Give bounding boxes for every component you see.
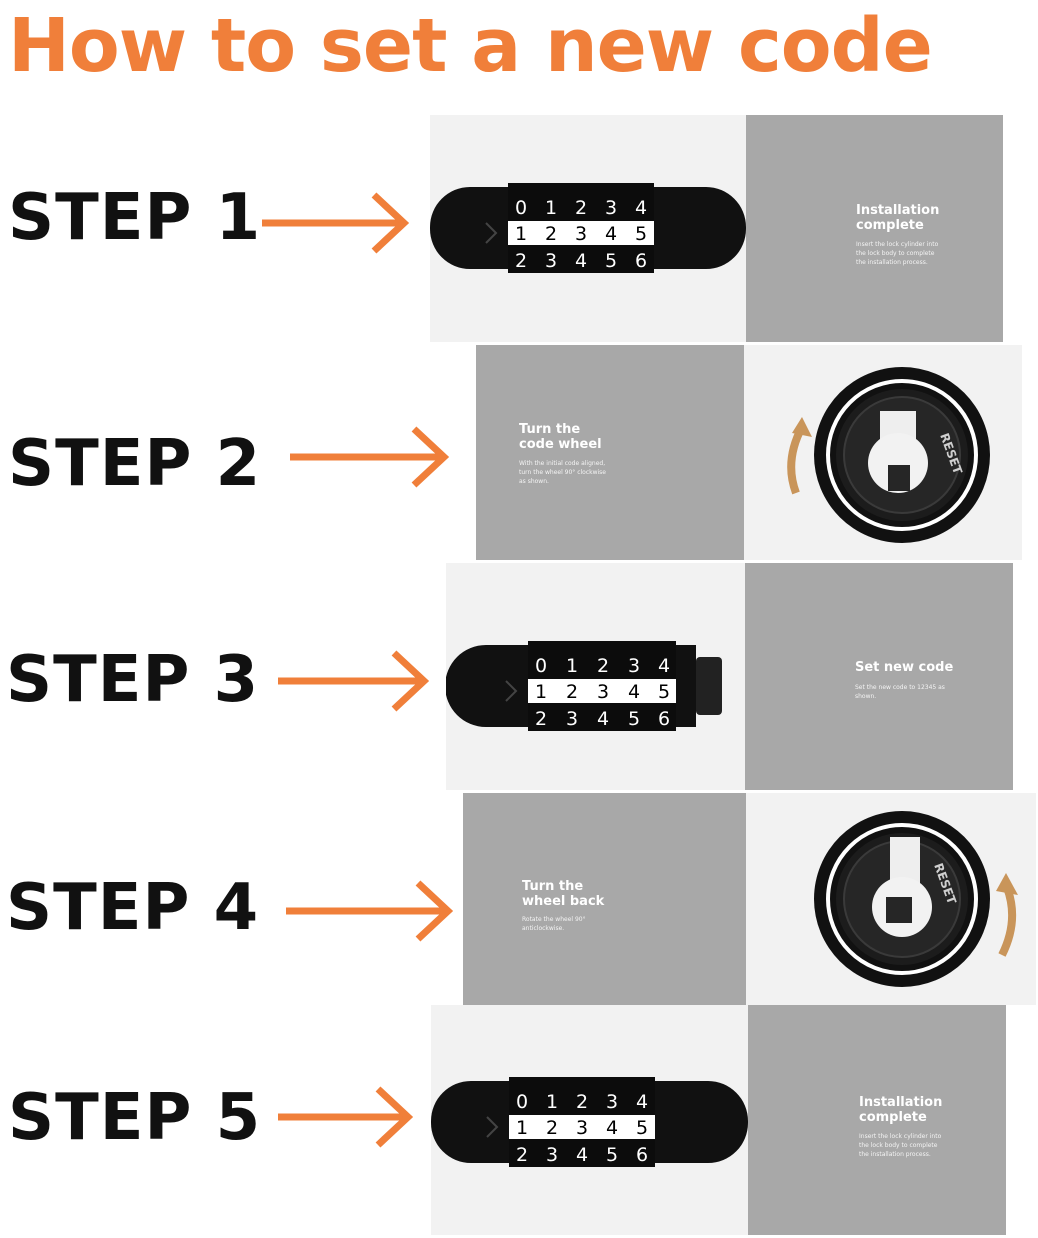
svg-text:4: 4: [597, 708, 609, 730]
right-arrow-icon: [286, 880, 454, 942]
svg-text:2: 2: [515, 250, 527, 272]
svg-text:6: 6: [658, 708, 670, 730]
step-4-panel-title: Turn the wheel back: [522, 879, 605, 909]
svg-text:6: 6: [636, 1144, 648, 1166]
svg-text:2: 2: [546, 1117, 558, 1139]
svg-text:1: 1: [546, 1091, 558, 1113]
svg-text:3: 3: [546, 1144, 558, 1166]
svg-text:5: 5: [658, 681, 670, 703]
step-4-panel-desc: Rotate the wheel 90° anticlockwise.: [522, 916, 586, 932]
right-arrow-icon: [290, 426, 450, 488]
step-5-info-panel: Installation complete Insert the lock cy…: [748, 1005, 1006, 1235]
svg-text:2: 2: [516, 1144, 528, 1166]
step-4-image-panel: RESET: [746, 793, 1036, 1005]
svg-text:4: 4: [575, 250, 587, 272]
step-5-panel-desc: Insert the lock cylinder into the lock b…: [859, 1133, 942, 1158]
svg-text:3: 3: [597, 681, 609, 703]
svg-text:2: 2: [576, 1091, 588, 1113]
svg-text:4: 4: [635, 197, 647, 219]
reset-dial-icon: RESET: [787, 367, 990, 543]
svg-text:3: 3: [605, 197, 617, 219]
step-2-panel-desc: With the initial code aligned, turn the …: [519, 460, 606, 485]
page-title: How to set a new code: [8, 3, 933, 89]
svg-text:1: 1: [566, 655, 578, 677]
svg-text:2: 2: [597, 655, 609, 677]
right-arrow-icon: [278, 1086, 414, 1148]
svg-text:5: 5: [605, 250, 617, 272]
step-5-label: STEP 5: [8, 1081, 262, 1155]
step-3-panel-desc: Set the new code to 12345 as shown.: [855, 684, 945, 700]
right-arrow-icon: [278, 650, 430, 712]
step-2-panel-title: Turn the code wheel: [519, 422, 602, 452]
step-3-panel-title: Set new code: [855, 660, 954, 675]
step-4-info-panel: Turn the wheel back Rotate the wheel 90°…: [463, 793, 746, 1005]
svg-text:5: 5: [636, 1117, 648, 1139]
svg-text:5: 5: [606, 1144, 618, 1166]
step-1-panel-title: Installation complete: [856, 203, 940, 233]
svg-text:1: 1: [535, 681, 547, 703]
svg-text:3: 3: [575, 223, 587, 245]
svg-text:4: 4: [636, 1091, 648, 1113]
step-1-panel-desc: Insert the lock cylinder into the lock b…: [856, 241, 939, 266]
svg-text:4: 4: [658, 655, 670, 677]
svg-text:3: 3: [566, 708, 578, 730]
svg-text:3: 3: [545, 250, 557, 272]
svg-text:3: 3: [628, 655, 640, 677]
step-3-info-panel: Set new code Set the new code to 12345 a…: [745, 563, 1013, 790]
svg-text:4: 4: [576, 1144, 588, 1166]
step-1-label: STEP 1: [8, 181, 262, 255]
svg-text:3: 3: [576, 1117, 588, 1139]
svg-text:2: 2: [566, 681, 578, 703]
svg-text:2: 2: [545, 223, 557, 245]
reset-dial-icon: RESET: [814, 811, 1018, 987]
rotate-clockwise-icon: [787, 425, 806, 495]
svg-text:5: 5: [635, 223, 647, 245]
step-5-panel-title: Installation complete: [859, 1095, 943, 1125]
step-4-label: STEP 4: [6, 871, 260, 945]
step-2-info-panel: Turn the code wheel With the initial cod…: [476, 345, 744, 560]
step-1-info-panel: Installation complete Insert the lock cy…: [746, 115, 1003, 342]
svg-text:0: 0: [515, 197, 527, 219]
svg-text:2: 2: [535, 708, 547, 730]
rotate-anticlockwise-icon: [998, 883, 1017, 957]
svg-text:1: 1: [516, 1117, 528, 1139]
step-2-label: STEP 2: [8, 427, 262, 501]
svg-text:4: 4: [628, 681, 640, 703]
svg-text:0: 0: [516, 1091, 528, 1113]
step-2-image-panel: RESET: [744, 345, 1022, 560]
svg-text:3: 3: [606, 1091, 618, 1113]
svg-text:1: 1: [515, 223, 527, 245]
svg-text:5: 5: [628, 708, 640, 730]
svg-text:6: 6: [635, 250, 647, 272]
step-3-label: STEP 3: [6, 643, 260, 717]
svg-text:0: 0: [535, 655, 547, 677]
svg-text:4: 4: [605, 223, 617, 245]
svg-text:1: 1: [545, 197, 557, 219]
svg-text:4: 4: [606, 1117, 618, 1139]
svg-text:2: 2: [575, 197, 587, 219]
right-arrow-icon: [262, 192, 410, 254]
